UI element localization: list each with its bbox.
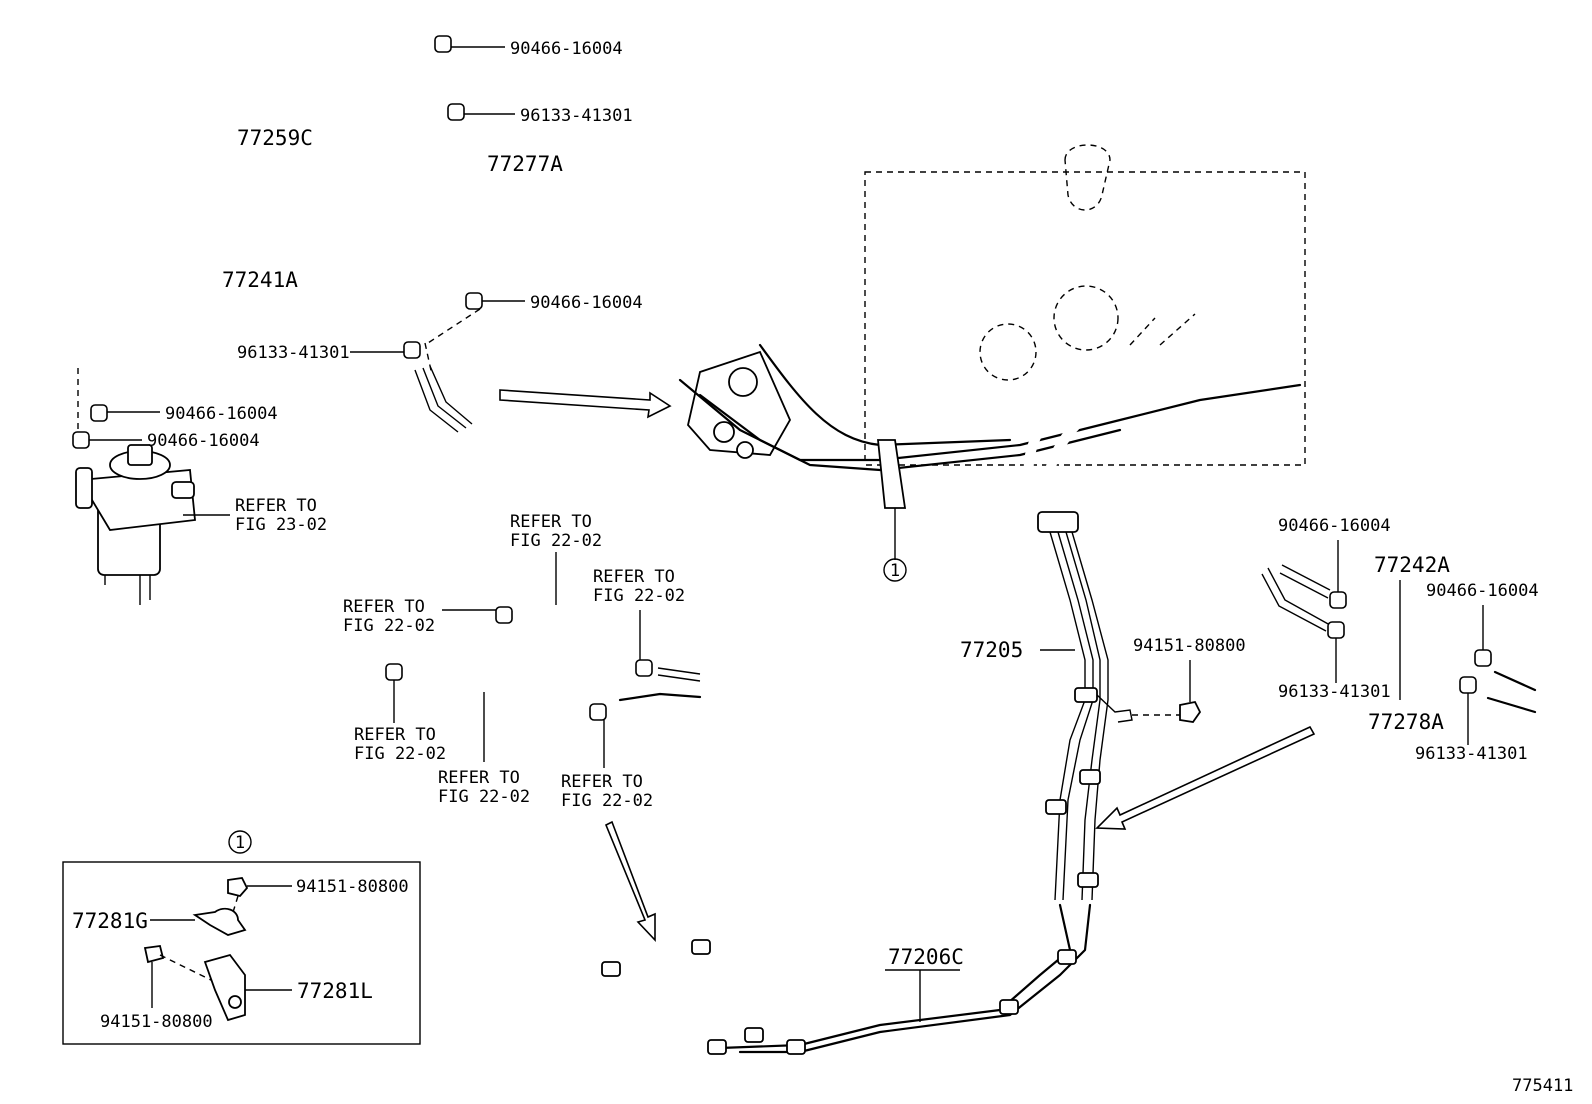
labels: 90466-16004 96133-41301 77259C 77277A 77… (72, 39, 1573, 1096)
label-refer-e-l2: FIG 22-02 (438, 787, 530, 807)
arrow-down (604, 820, 656, 943)
label-90466-top: 90466-16004 (510, 39, 623, 59)
clamp-96133-mid (350, 341, 433, 376)
clamp-90466-mid (427, 292, 525, 344)
label-refer-fig23-l1: REFER TO (235, 496, 317, 516)
label-77205: 77205 (960, 638, 1023, 662)
inset-callout-symbol: 1 (235, 833, 245, 853)
hose-refer-lower (413, 677, 585, 762)
filler-pipes (1023, 313, 1196, 515)
label-refer-a-l1: REFER TO (510, 512, 592, 532)
fuel-tank-outline (864, 144, 1306, 466)
hose-77241A (70, 175, 393, 370)
clamp-90466-right2 (1474, 605, 1492, 667)
canister-assembly (678, 343, 1302, 472)
clamp-refer-b (635, 610, 701, 682)
callout-1-symbol: 1 (890, 561, 900, 581)
clamp-96133-top (447, 103, 515, 121)
label-77259C: 77259C (237, 126, 313, 150)
label-refer-b-l1: REFER TO (593, 567, 675, 587)
label-77242A: 77242A (1374, 553, 1450, 577)
label-96133-top: 96133-41301 (520, 106, 633, 126)
clamp-96133-right1 (1327, 621, 1345, 683)
label-94151-mid: 94151-80800 (1133, 636, 1246, 656)
label-77278A: 77278A (1368, 710, 1444, 734)
label-refer-e-l1: REFER TO (438, 768, 520, 788)
label-77281G: 77281G (72, 909, 148, 933)
tube-bundle-77205 (1037, 511, 1180, 901)
label-refer-f-l2: FIG 22-02 (561, 791, 653, 811)
label-90466-right1: 90466-16004 (1278, 516, 1391, 536)
label-refer-c-l2: FIG 22-02 (343, 616, 435, 636)
label-refer-a-l2: FIG 22-02 (510, 531, 602, 551)
hoses-bottom (601, 939, 764, 1055)
label-refer-f-l1: REFER TO (561, 772, 643, 792)
arrow-to-tank (499, 389, 672, 419)
label-refer-b-l2: FIG 22-02 (593, 586, 685, 606)
tube-bundle-77206C (718, 903, 1092, 1055)
label-96133-right1: 96133-41301 (1278, 682, 1391, 702)
label-77241A: 77241A (222, 268, 298, 292)
label-90466-mid: 90466-16004 (530, 293, 643, 313)
pipe-stubs-left (414, 365, 473, 433)
arrow-from-right (1095, 725, 1316, 830)
clamp-90466-left2 (72, 368, 142, 449)
fuel-pump-assembly (75, 444, 230, 605)
clamp-96133-right2 (1459, 676, 1477, 745)
label-90466-right2: 90466-16004 (1426, 581, 1539, 601)
clamp-refer-d (589, 692, 702, 768)
label-refer-d-l1: REFER TO (354, 725, 436, 745)
hose-refer-upper (515, 552, 645, 673)
label-refer-fig23-l2: FIG 23-02 (235, 515, 327, 535)
inset-detail-1: 1 (62, 830, 421, 1045)
label-refer-d-l2: FIG 22-02 (354, 744, 446, 764)
label-77277A: 77277A (487, 152, 563, 176)
label-96133-mid: 96133-41301 (237, 343, 350, 363)
nut-94151-mid (1179, 660, 1202, 723)
label-77281L: 77281L (297, 979, 373, 1003)
clamp-90466-top (434, 35, 505, 53)
hose-77259C (89, 65, 437, 400)
label-96133-right2: 96133-41301 (1415, 744, 1528, 764)
clamp-90466-right1 (1329, 540, 1347, 609)
label-refer-c-l1: REFER TO (343, 597, 425, 617)
callout-1-tank: 1 (877, 439, 907, 582)
label-90466-left2: 90466-16004 (147, 431, 260, 451)
clamp-90466-left1 (90, 404, 160, 422)
label-94151-inset2: 94151-80800 (100, 1012, 213, 1032)
label-90466-left1: 90466-16004 (165, 404, 278, 424)
figure-number: 775411 (1512, 1076, 1573, 1096)
label-77206C: 77206C (888, 945, 964, 969)
right-hose-group (1261, 564, 1537, 714)
hose-77277A (362, 128, 475, 340)
clamp-refer-c (385, 663, 403, 723)
label-94151-inset1: 94151-80800 (296, 877, 409, 897)
clamp-refer-a (442, 606, 513, 624)
